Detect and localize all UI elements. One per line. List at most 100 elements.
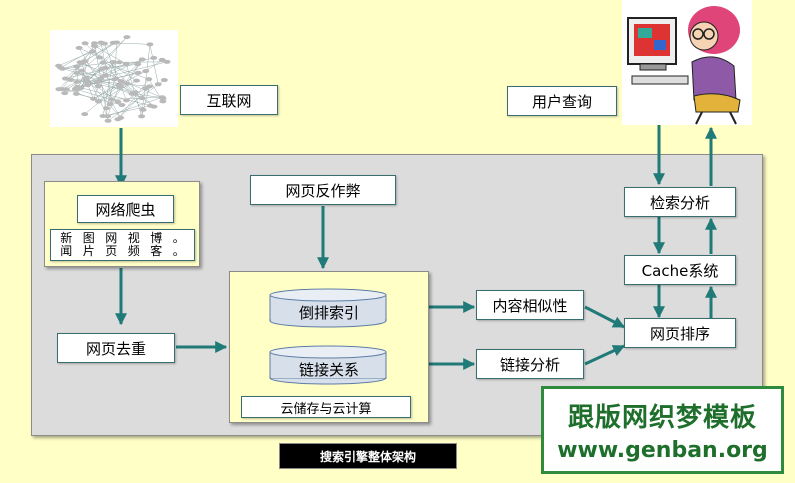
cylinder-icon [269,288,387,328]
network-node-dot [73,79,81,84]
retrieval-analysis-node: 检索分析 [624,187,736,217]
crawler-type-char: 频 [127,244,140,258]
cloud-storage-label: 云储存与云计算 [241,396,411,418]
network-node-dot [76,60,84,65]
crawler-type-char: 客 [150,244,163,258]
network-node-dot [97,76,105,81]
network-node-dot [138,96,146,101]
inverted-index-cylinder: 倒排索引 [268,288,390,328]
network-node-dot [90,96,98,101]
network-node-dot [114,99,122,104]
network-node-dot [159,99,167,104]
network-node-dot [134,62,142,67]
watermark-title: 跟版网织梦模板 [567,403,757,433]
crawler-type-item: 网页 [105,232,117,258]
dedup-node: 网页去重 [57,333,175,363]
network-node-dot [146,42,154,47]
network-node-dot [142,86,150,91]
network-node-dot [150,55,158,60]
network-node-dot [117,79,125,84]
network-node-dot [128,91,136,96]
link-relation-label: 链接关系 [298,360,359,379]
network-node-dot [93,80,101,85]
network-node-dot [72,64,80,69]
network-node-dot [84,83,92,88]
network-node-dot [94,84,102,89]
crawler-type-char: 图 [82,231,95,245]
network-node-dot [145,77,153,82]
network-node-dot [123,35,131,40]
network-node-dot [142,69,150,74]
internet-label: 互联网 [180,85,278,115]
network-node-dot [158,57,166,62]
page-ranking-node: 网页排序 [624,318,736,348]
link-relation-cylinder: 链接关系 [268,345,390,385]
network-node-dot [72,91,80,96]
inverted-index-label: 倒排索引 [298,303,359,322]
network-node-dot [81,112,89,117]
network-node-dot [98,66,106,71]
network-node-dot [104,114,112,119]
network-node-dot [73,70,81,75]
network-node-dot [81,41,89,46]
network-node-dot [55,63,63,68]
user-computer-icon [627,6,741,125]
watermark-box: 跟版网织梦模板 www.genban.org [541,386,784,474]
network-node-dot [111,77,119,82]
network-node-dot [138,57,146,62]
network-node-dot [123,81,131,86]
arrow-similarity-to-ranking [584,305,626,329]
watermark-url: www.genban.org [557,438,768,463]
network-node-dot [109,40,117,45]
network-node-dot [158,95,166,100]
arrow-analysis-to-ranking [584,344,626,366]
crawler-type-item: 。。 [173,232,185,258]
network-node-dot [88,49,96,54]
network-node-dot [138,114,146,119]
network-node-dot [122,62,130,67]
network-node-dot [55,87,63,92]
network-node-dot [104,118,112,123]
content-similarity-node: 内容相似性 [476,290,584,320]
cylinder-icon [269,345,387,385]
network-node-dot [109,60,117,65]
network-node-dot [95,99,103,104]
internet-graph-image [50,30,178,127]
network-graph-icon [55,35,171,123]
crawler-type-char: 新 [60,231,73,245]
crawler-types-list: 新闻图片网页视频博客。。 [50,229,195,261]
network-node-dot [106,102,114,107]
link-analysis-node: 链接分析 [476,349,584,379]
network-node-dot [134,70,142,75]
network-node-dot [100,41,108,46]
network-node-dot [96,55,104,60]
network-node-dot [103,106,111,111]
diagram-caption: 搜索引擎整体架构 [279,443,457,469]
network-node-dot [154,82,162,87]
network-node-dot [82,79,90,84]
network-node-dot [122,98,130,103]
network-node-dot [102,73,110,78]
crawler-type-char: 。 [172,244,185,258]
anti-spam-node: 网页反作弊 [250,175,396,205]
network-node-dot [90,41,98,46]
network-node-dot [118,102,126,107]
user-at-computer-image [622,0,752,125]
network-node-dot [160,78,168,83]
crawler-type-char: 页 [105,244,118,258]
network-node-dot [108,97,116,102]
network-node-dot [133,78,141,83]
crawler-type-item: 新闻 [60,232,72,258]
network-node-dot [61,91,69,96]
network-node-dot [117,115,125,120]
network-node-dot [82,76,90,81]
crawler-type-char: 。 [172,231,185,245]
user-query-label: 用户查询 [507,86,617,116]
network-node-dot [139,107,147,112]
crawler-type-char: 博 [150,231,163,245]
network-node-dot [115,60,123,65]
crawler-type-char: 片 [82,244,95,258]
crawler-type-char: 闻 [60,244,73,258]
crawler-type-char: 网 [105,231,118,245]
crawler-type-item: 图片 [83,232,95,258]
